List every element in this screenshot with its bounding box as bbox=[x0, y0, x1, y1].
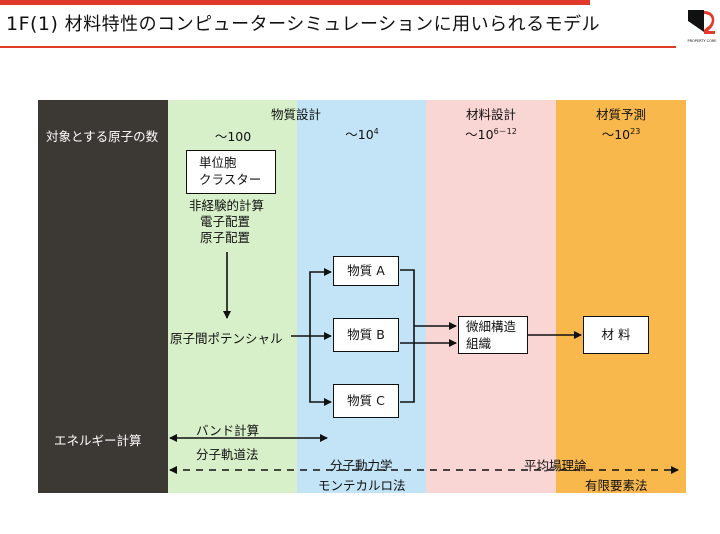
top-accent-bar bbox=[0, 0, 590, 5]
row-label-column bbox=[38, 100, 168, 493]
atom-count-1e23: ～1023 bbox=[571, 124, 671, 143]
molecular-orbital-label: 分子軌道法 bbox=[196, 447, 259, 462]
atom-scale-column bbox=[297, 100, 426, 493]
atom-config-label: 原子配置 bbox=[200, 230, 251, 245]
section-number: 1F(1) bbox=[6, 13, 59, 35]
merge-bracket bbox=[400, 269, 415, 403]
microstructure-label: 微細構造 bbox=[466, 319, 517, 334]
atom-count-1e23-base: ～10 bbox=[601, 127, 631, 142]
header-material-design: 物質設計 bbox=[270, 107, 321, 122]
company-logo: PROPERTY CORE bbox=[686, 8, 718, 44]
title-text: 材料特性のコンピューターシミュレーションに用いられるモデル bbox=[64, 14, 601, 35]
electron-config-label: 電子配置 bbox=[200, 214, 251, 229]
title-underline bbox=[0, 46, 676, 48]
logo-caption: PROPERTY CORE bbox=[687, 39, 716, 43]
structure-label: 組織 bbox=[466, 336, 492, 351]
substance-a-box: 物質 A bbox=[333, 256, 399, 286]
substance-c-box: 物質 C bbox=[333, 384, 399, 418]
atom-count-1e6-exp: 6－12 bbox=[493, 127, 517, 136]
atom-count-1e23-exp: 23 bbox=[630, 127, 641, 136]
ab-initio-label: 非経験的計算 bbox=[189, 198, 265, 213]
monte-carlo-label: モンテカルロ法 bbox=[318, 478, 406, 493]
header-materials-design: 材料設計 bbox=[465, 107, 516, 122]
arrow-to-c bbox=[309, 336, 332, 406]
atom-count-100: ～100 bbox=[214, 129, 252, 144]
page-title: 1F(1) 材料特性のコンピューターシミュレーションに用いられるモデル bbox=[6, 10, 600, 36]
atom-count-1e4-exp: 4 bbox=[373, 127, 379, 136]
fem-label: 有限要素法 bbox=[585, 478, 648, 493]
unit-cell-label: 単位胞 bbox=[199, 155, 237, 170]
interatomic-potential-label: 原子間ポテンシャル bbox=[170, 331, 283, 346]
cluster-label: クラスター bbox=[199, 172, 262, 187]
macro-scale-column bbox=[556, 100, 686, 493]
logo-icon: PROPERTY CORE bbox=[687, 10, 717, 43]
header-materials-prediction: 材質予測 bbox=[595, 107, 646, 122]
atom-count-1e6-base: ～10 bbox=[465, 127, 494, 142]
electron-method-list: 非経験的計算 電子配置 原子配置 bbox=[189, 198, 264, 246]
arrow-to-a bbox=[309, 268, 332, 336]
row-label-energy: エネルギー計算 bbox=[54, 433, 142, 448]
atom-count-1e6: ～106－12 bbox=[441, 124, 541, 143]
row-label-atoms: 対象とする原子の数 bbox=[46, 129, 159, 144]
material-box: 材 料 bbox=[583, 316, 649, 354]
microstructure-box: 微細構造 組織 bbox=[458, 316, 528, 354]
substance-b-box: 物質 B bbox=[333, 318, 399, 352]
unit-cell-box: 単位胞 クラスター bbox=[186, 150, 276, 194]
atom-count-1e4: ～104 bbox=[312, 124, 412, 143]
atom-count-1e4-base: ～10 bbox=[345, 127, 374, 142]
micro-scale-column bbox=[426, 100, 556, 493]
